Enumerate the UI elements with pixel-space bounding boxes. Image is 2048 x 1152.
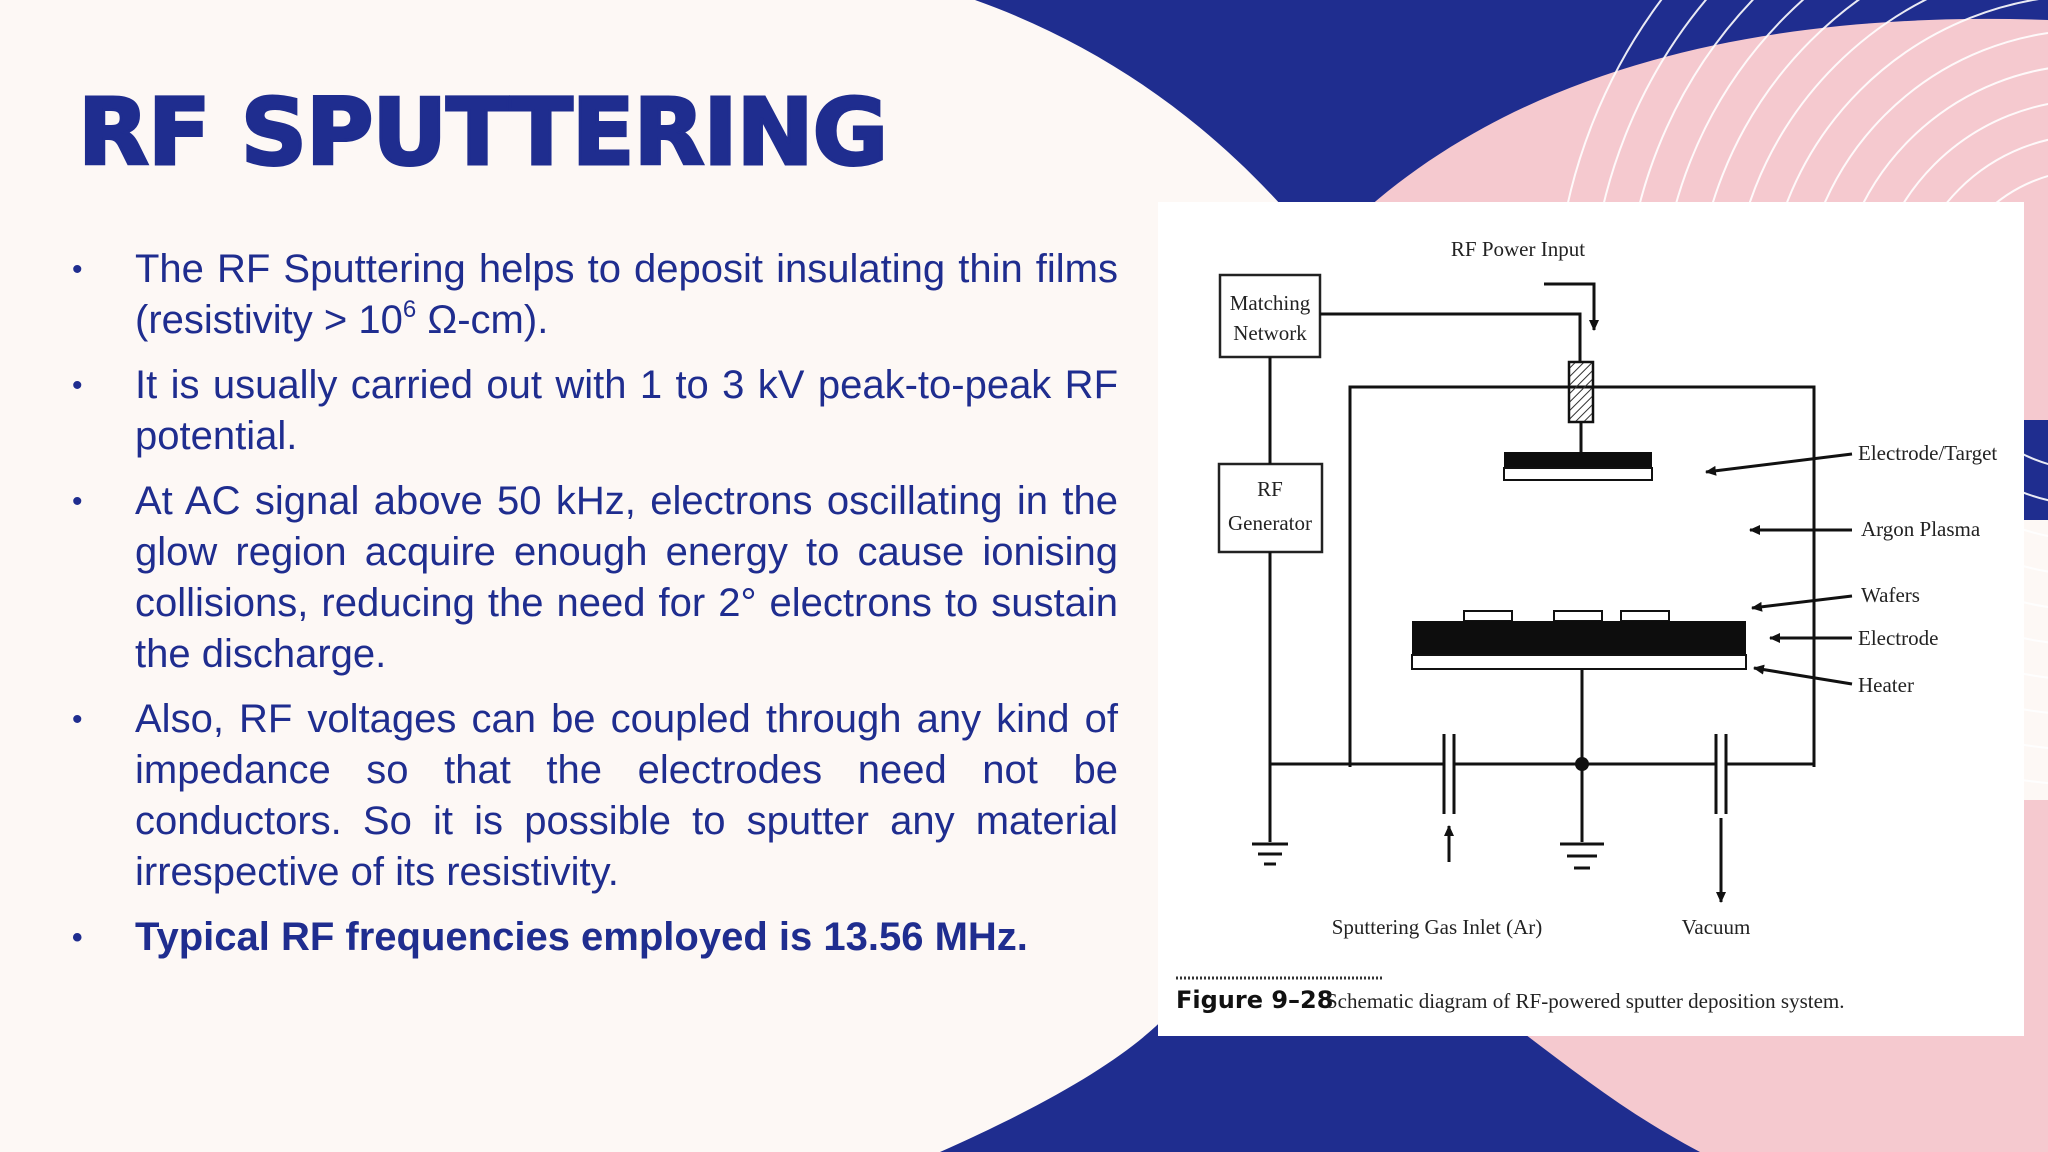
electrode-label: Electrode xyxy=(1858,626,1938,650)
feedthrough-insulator xyxy=(1567,360,1595,424)
bullet-text: Also, RF voltages can be coupled through… xyxy=(135,697,1118,894)
rf-generator-label-2: Generator xyxy=(1228,511,1312,535)
rf-generator-label-1: RF xyxy=(1257,477,1283,501)
bullet-item: • The RF Sputtering helps to deposit insu… xyxy=(72,244,1118,346)
target-electrode-bar xyxy=(1504,452,1652,468)
bullet-item: • It is usually carried out with 1 to 3 k… xyxy=(72,360,1118,462)
heater-plate xyxy=(1411,654,1747,670)
electrode-target-arrow xyxy=(1705,452,1853,476)
bullet-marker: • xyxy=(72,485,83,518)
junction-node xyxy=(1575,757,1589,771)
bullet-text: It is usually carried out with 1 to 3 kV… xyxy=(135,363,1118,458)
wafer-left xyxy=(1463,610,1513,622)
rf-power-input-label: RF Power Input xyxy=(1451,237,1585,261)
bullet-text: At AC signal above 50 kHz, electrons osc… xyxy=(135,479,1118,676)
bullet-item: • Typical RF frequencies employed is 13.5… xyxy=(72,912,1118,963)
wafers-label: Wafers xyxy=(1861,583,1920,607)
wafer-right xyxy=(1620,610,1670,622)
bullet-marker: • xyxy=(72,369,83,402)
gas-inlet-label: Sputtering Gas Inlet (Ar) xyxy=(1332,915,1543,939)
bullet-text: Ω-cm). xyxy=(416,298,549,342)
bullet-item: • Also, RF voltages can be coupled throug… xyxy=(72,694,1118,898)
matching-network-box xyxy=(1218,273,1322,359)
argon-plasma-label: Argon Plasma xyxy=(1861,517,1981,541)
rf-power-arrow xyxy=(1544,282,1599,331)
matching-network-label-1: Matching xyxy=(1230,291,1311,315)
ground-icon xyxy=(1560,842,1604,870)
figure-panel: Matching Network RF Generator RF Power I… xyxy=(1158,202,2024,1036)
wafer-middle xyxy=(1553,610,1603,622)
bullet-marker: • xyxy=(72,253,83,286)
bullet-marker: • xyxy=(72,921,83,954)
ground-icon xyxy=(1252,822,1288,866)
target-electrode-plate xyxy=(1503,467,1653,481)
bullet-marker: • xyxy=(72,703,83,736)
matching-network-label-2: Network xyxy=(1233,321,1307,345)
substrate-electrode xyxy=(1412,621,1746,655)
bullet-list: • The RF Sputtering helps to deposit insu… xyxy=(72,244,1118,977)
bullet-item: • At AC signal above 50 kHz, electrons os… xyxy=(72,476,1118,680)
electrode-target-label: Electrode/Target xyxy=(1858,441,1997,465)
heater-arrow xyxy=(1753,664,1853,686)
sputter-schematic-diagram: Matching Network RF Generator RF Power I… xyxy=(1176,237,1997,1014)
bullet-text: The RF Sputtering helps to deposit insul… xyxy=(135,247,1118,342)
vacuum-label: Vacuum xyxy=(1682,915,1751,939)
figure-caption: Schematic diagram of RF-powered sputter … xyxy=(1326,989,1844,1013)
bullet-superscript: 6 xyxy=(402,296,417,323)
wire-matching-to-target xyxy=(1320,312,1582,362)
page-title: RF SPUTTERING xyxy=(76,79,889,186)
heater-label: Heater xyxy=(1858,673,1914,697)
bullet-text: Typical RF frequencies employed is 13.56… xyxy=(135,915,1028,959)
navy-blob-bottom xyxy=(940,1000,1700,1152)
figure-number: Figure 9–28 xyxy=(1176,986,1333,1014)
wafers-arrow xyxy=(1751,594,1853,612)
